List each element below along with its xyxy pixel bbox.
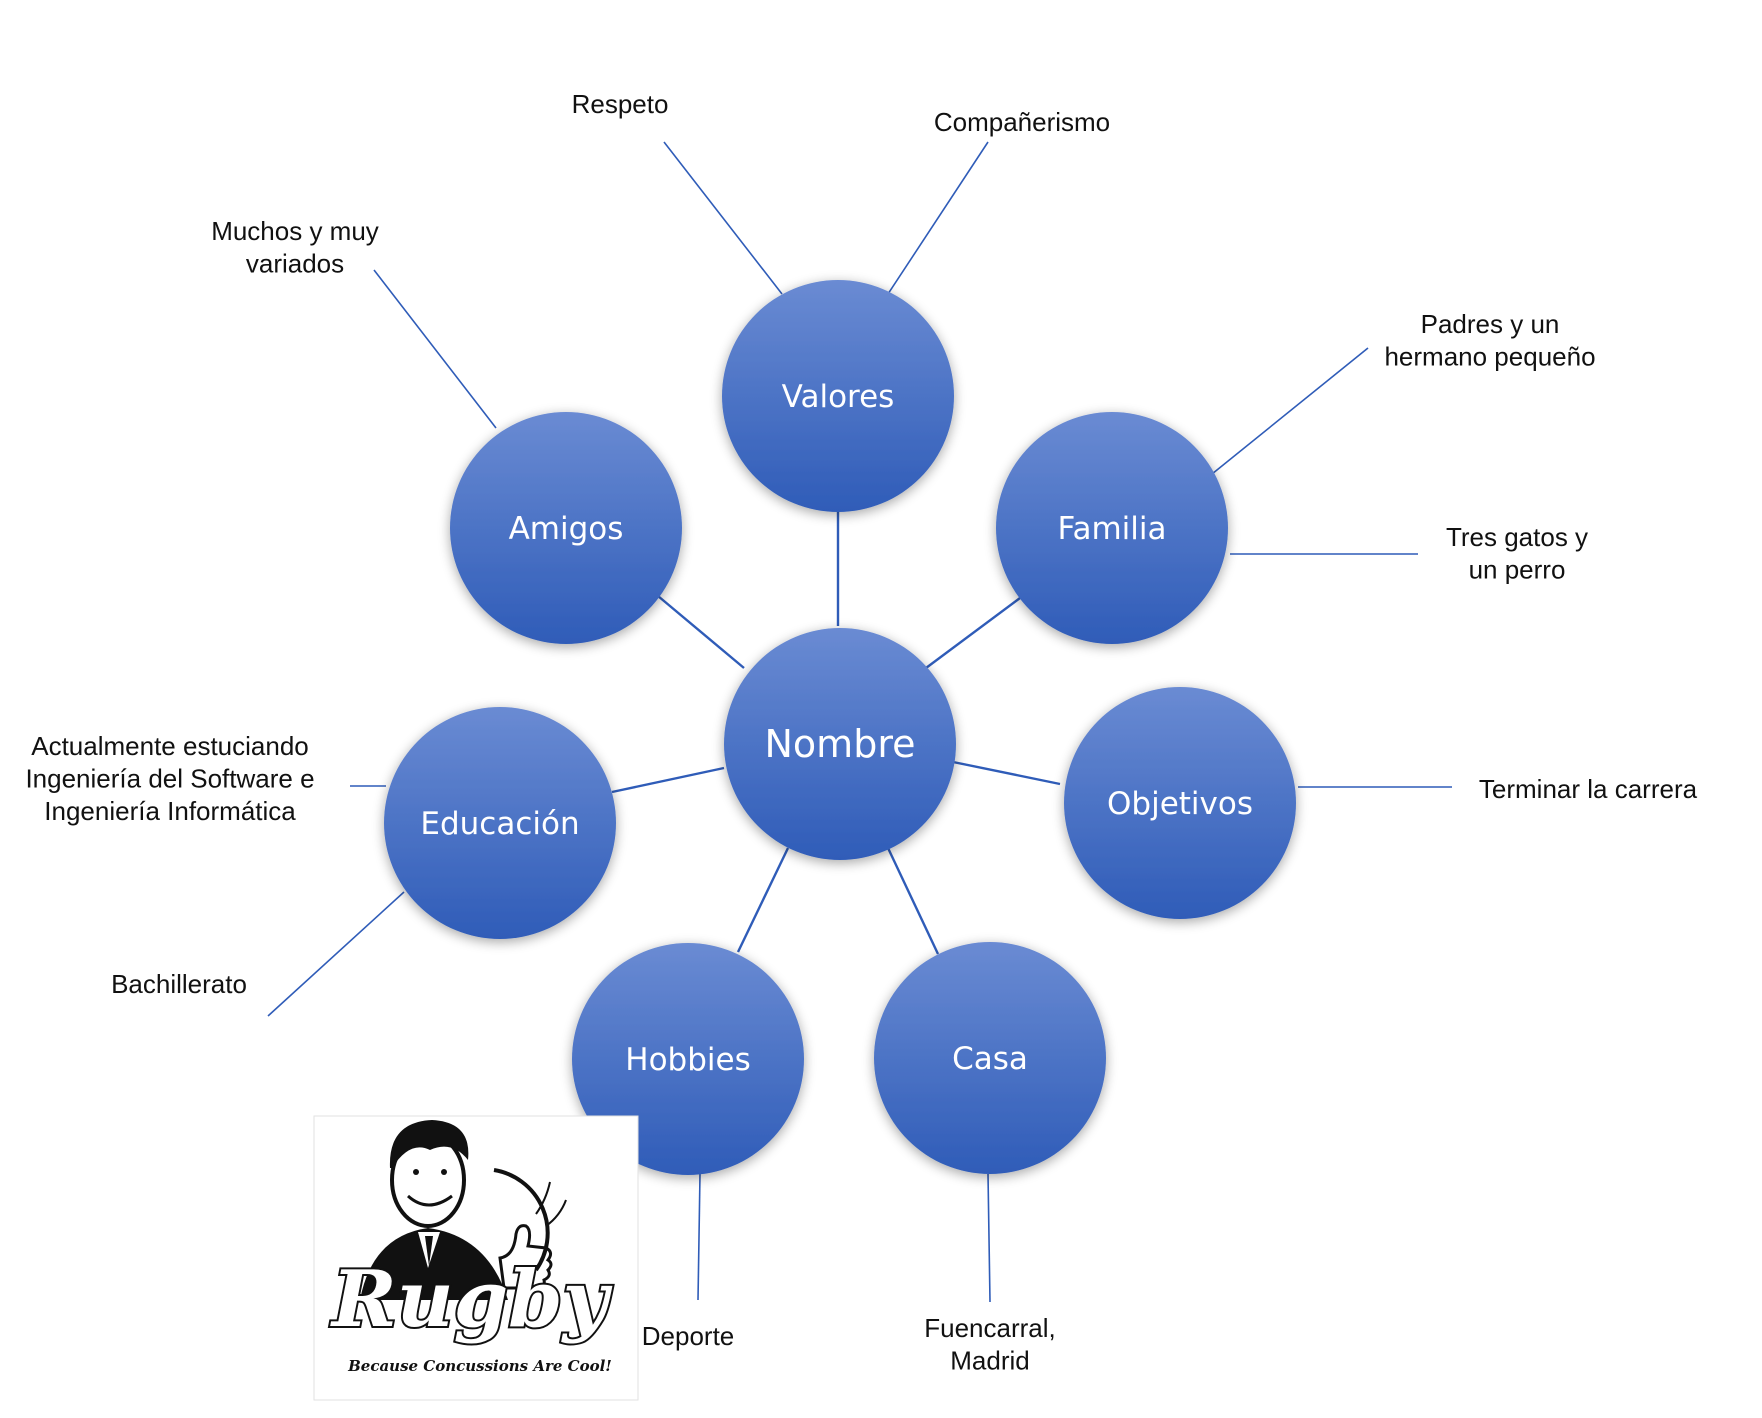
leaf-label-fuencarral-line: Fuencarral, [924, 1313, 1056, 1343]
leaf-label-muchos-line: variados [246, 249, 344, 279]
leaf-connectors [267, 141, 1452, 1303]
node-circle-amigos [450, 412, 682, 644]
leaf-label-terminar-line: Terminar la carrera [1479, 774, 1698, 804]
center-node-label: Nombre [765, 722, 916, 766]
leaf-label-respeto-line: Respeto [572, 89, 669, 119]
connector-educacion-bachillerato [267, 891, 405, 1017]
connector-familia-padres [1211, 347, 1369, 475]
connector-hub-amigos [657, 595, 745, 669]
center-node-circle [724, 628, 956, 860]
leaf-label-companerismo: Compañerismo [934, 107, 1110, 137]
leaf-label-actualmente-line: Actualmente estuciando [31, 731, 309, 761]
leaf-label-fuencarral-line: Madrid [950, 1346, 1029, 1376]
leaf-label-padres-line: hermano pequeño [1384, 342, 1595, 372]
connector-amigos-muchos [373, 269, 497, 429]
node-label-educacion: Educación [420, 806, 579, 842]
rugby-logo: Rugby Because Concussions Are Cool! [313, 1115, 639, 1401]
leaf-label-terminar: Terminar la carrera [1479, 774, 1698, 804]
leaf-label-actualmente-line: Ingeniería del Software e [25, 764, 314, 794]
node-objetivos: Objetivos [1064, 687, 1296, 919]
center-node: Nombre [724, 628, 956, 860]
node-label-valores: Valores [782, 379, 895, 415]
connector-valores-respeto [663, 141, 783, 295]
node-circle-valores [722, 280, 954, 512]
retro-man-thumbs-up-icon [360, 1120, 567, 1300]
node-circle-casa [874, 942, 1106, 1174]
node-label-objetivos: Objetivos [1107, 786, 1253, 822]
node-familia: Familia [996, 412, 1228, 644]
leaf-label-respeto: Respeto [572, 89, 669, 119]
leaf-label-muchos-line: Muchos y muy [211, 216, 379, 246]
node-label-familia: Familia [1057, 511, 1166, 547]
node-circle-educacion [384, 707, 616, 939]
node-label-hobbies: Hobbies [625, 1042, 750, 1078]
leaf-label-bachillerato: Bachillerato [111, 969, 247, 999]
hub-connectors [611, 512, 1061, 955]
node-circle-familia [996, 412, 1228, 644]
node-educacion: Educación [384, 707, 616, 939]
leaf-label-gatos-line: un perro [1469, 555, 1566, 585]
leaf-label-bachillerato-line: Bachillerato [111, 969, 247, 999]
connector-hub-objetivos [952, 760, 1061, 786]
leaf-label-deporte: Deporte [642, 1321, 735, 1351]
leaf-label-actualmente-line: Ingeniería Informática [44, 796, 296, 826]
connector-hub-casa [886, 847, 940, 955]
connector-hub-hobbies [736, 847, 790, 953]
node-label-casa: Casa [952, 1041, 1028, 1077]
logo-tagline: Because Concussions Are Cool! [347, 1357, 612, 1375]
node-amigos: Amigos [450, 412, 682, 644]
connector-valores-companerismo [887, 141, 989, 295]
logo-title: Rugby [330, 1254, 613, 1345]
leaf-label-fuencarral: Fuencarral,Madrid [924, 1313, 1056, 1376]
leaf-label-gatos-line: Tres gatos y [1446, 522, 1588, 552]
connector-hub-educacion [611, 766, 725, 794]
leaf-label-companerismo-line: Compañerismo [934, 107, 1110, 137]
connector-hobbies-deporte [697, 1173, 701, 1301]
connector-casa-fuencarral [987, 1173, 991, 1303]
node-circle-objetivos [1064, 687, 1296, 919]
node-valores: Valores [722, 280, 954, 512]
node-label-amigos: Amigos [509, 511, 624, 547]
leaf-label-padres-line: Padres y un [1421, 309, 1560, 339]
connector-hub-familia [925, 597, 1021, 669]
leaf-label-deporte-line: Deporte [642, 1321, 735, 1351]
node-casa: Casa [874, 942, 1106, 1174]
